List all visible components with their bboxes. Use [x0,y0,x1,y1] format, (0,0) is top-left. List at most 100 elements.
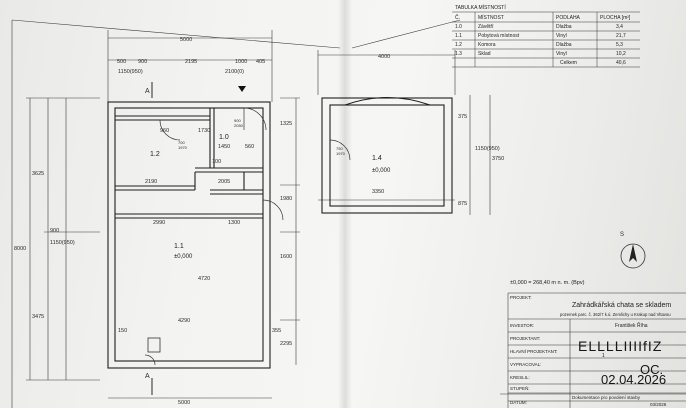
dim-inner: 2990 [153,220,165,226]
door-dim: 750 [336,146,343,151]
stupen-label: STUPEŇ: [510,385,530,391]
table-row-area: 10,2 [616,51,626,57]
dim-inner: 1450 [218,144,230,150]
table-header-no: Č. [455,14,460,21]
projekt-label: PROJEKT: [510,295,532,300]
section-marker: A [145,373,150,380]
dim-right: 2295 [280,341,292,347]
project-title: Zahrádkářská chata se skladem [572,302,671,309]
dim-top-total: 5000 [180,37,192,43]
dim-right: 1325 [280,121,292,127]
dim-inner: 1730 [198,128,210,134]
dim-top: 500 [117,59,126,65]
room-label: 1.4 [372,155,382,162]
dim-bottom-total: 5000 [178,400,190,406]
table-row-name: Sklad [478,51,491,57]
stamp-suffix: OC. [640,362,663,377]
table-row-no: 1.1 [455,33,462,39]
project-subtitle: pozemek parc. č. 362/7 k.ú. Zemlichy u K… [560,312,671,317]
table-row-no: 1.0 [455,24,462,30]
table-row-area: 5,3 [616,42,623,48]
table-row-area: 21,7 [616,33,626,39]
dim-top: 900 [138,59,147,65]
door-dim: 2050 [234,123,244,128]
sheet-number: 1 [602,353,605,359]
hlavni-label: HLAVNÍ PROJEKTANT: [510,348,557,354]
table-header-floor: PODLAHA [556,15,581,21]
dim-left: 3625 [32,171,44,177]
datum-note: ±0,000 = 268,40 m n. m. (Bpv) [510,280,585,286]
dim-inner: 4290 [178,318,190,324]
table-header-area: PLOCHA [m²] [600,15,631,21]
dim-window: 1150(950) [118,69,143,75]
table-row-floor: Vinyl [556,51,567,57]
dim-left: 1150(950) [50,240,75,246]
title-block-grid [507,292,686,408]
dim-inner: 150 [118,328,127,334]
dim-inner: 1300 [228,220,240,226]
dim-right-top: 4000 [378,54,390,60]
north-label: S [620,232,624,238]
door-dim: 900 [234,118,241,123]
room-label: 1.2 [150,151,160,158]
room-elevation: ±0,000 [372,168,391,174]
dim-right-building: 875 [458,201,467,207]
dim-top: 2195 [185,59,197,65]
dim-top: 405 [256,59,265,65]
datum-label: DATUM: [510,400,527,405]
table-row-floor: Vinyl [556,33,567,39]
door-dim: 700 [178,140,185,145]
stupen-value: Dokumentace pro povolení stavby [572,395,641,400]
room-label: 1.0 [219,134,229,141]
dim-inner: 355 [272,328,281,334]
dim-left: 900 [50,228,59,234]
table-header-room: MÍSTNOST [478,14,504,21]
entrance-arrow-icon [238,86,246,92]
dim-inner: 2005 [218,179,230,185]
door-dim: 1970 [178,145,188,150]
table-row-name: Komora [478,42,496,48]
table-total-value: 40,6 [616,60,626,66]
table-row-floor: Dlažba [556,42,572,48]
table-total-label: Celkem [560,60,577,66]
investor-label: INVESTOR: [510,323,534,328]
dim-top: 1000 [235,59,247,65]
dim-right: 1600 [280,254,292,260]
chimney-symbol [147,337,161,353]
room-label: 1.1 [174,243,184,250]
table-row-floor: Dlažba [556,24,572,30]
room-elevation: ±0,000 [174,254,193,260]
dim-right-building: 1150(950) [475,146,500,152]
dim-right: 1980 [280,196,292,202]
dim-inner: 2190 [145,179,157,185]
vypracoval-label: VYPRACOVAL: [510,362,541,367]
section-marker: A [145,88,150,95]
room-table-title: TABULKA MÍSTNOSTÍ [455,4,506,11]
dim-window: 2100(0) [225,69,244,75]
date-small: 03/2026 [650,402,667,407]
dim-right-building: 3350 [372,189,384,195]
stamp-text: ELLLLIIIIfIZ [578,338,662,354]
stamp-date: 02.04.2026 [601,372,666,387]
kreslil-label: KRESLIL: [510,375,530,380]
north-arrow-icon [620,243,646,269]
dim-left: 8000 [14,246,26,252]
door-dim: 1970 [336,151,346,156]
table-row-name: Pobytová místnost [478,33,520,39]
dim-inner: 960 [160,128,169,134]
dim-right-building: 375 [458,114,467,120]
table-row-area: 3,4 [616,24,623,30]
investor-name: František Říha [615,321,648,329]
table-row-no: 1.3 [455,51,462,57]
dim-inner: 100 [212,159,221,165]
dim-inner: 4720 [198,276,210,282]
room-table-grid [452,11,640,68]
dim-left: 3475 [32,314,44,320]
table-row-name: Závětří [478,24,494,30]
projektant-label: PROJEKTANT: [510,336,540,341]
table-row-no: 1.2 [455,42,462,48]
dim-right-building: 3750 [492,156,504,162]
dim-inner: 560 [245,144,254,150]
